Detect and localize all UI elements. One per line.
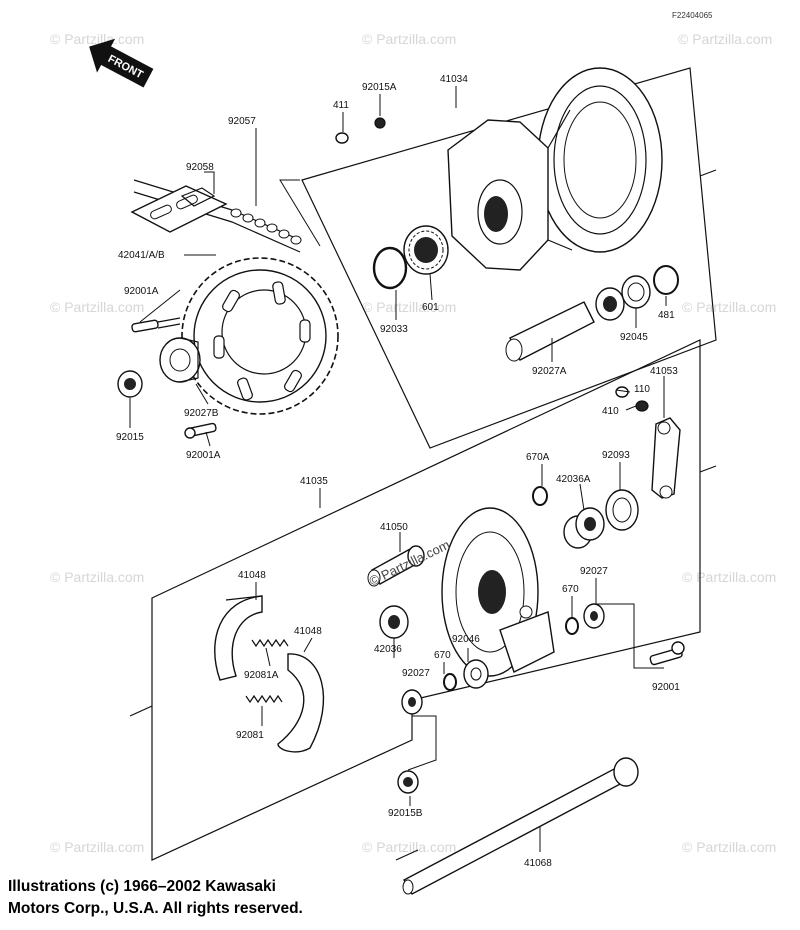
label-92046: 92046 bbox=[452, 634, 480, 645]
label-670A: 670A bbox=[526, 452, 550, 463]
label-92057: 92057 bbox=[228, 116, 256, 127]
label-481: 481 bbox=[658, 310, 675, 321]
copyright-line-2: Motors Corp., U.S.A. All rights reserved… bbox=[8, 900, 303, 917]
label-92045: 92045 bbox=[620, 332, 648, 343]
rear-sprocket bbox=[181, 257, 339, 415]
label-92027-right: 92027 bbox=[580, 566, 608, 577]
brake-shoe-lower bbox=[277, 653, 325, 753]
collar-92046 bbox=[463, 659, 489, 689]
brake-spring-92081 bbox=[245, 694, 283, 704]
label-670-right: 670 bbox=[562, 584, 579, 595]
label-92027B: 92027B bbox=[184, 408, 219, 419]
label-92001: 92001 bbox=[652, 682, 680, 693]
distance-collar bbox=[505, 301, 595, 362]
part-labels: 41034 411 92015A 92057 92058 42041/A/B 9… bbox=[116, 74, 680, 869]
watermark: © Partzilla.com bbox=[682, 569, 776, 585]
label-92015A: 92015A bbox=[362, 82, 397, 93]
watermark: © Partzilla.com bbox=[362, 31, 456, 47]
bolt-92001 bbox=[649, 641, 685, 666]
copyright-notice: Illustrations (c) 1966–2002 Kawasaki Mot… bbox=[8, 876, 408, 920]
oil-seal-92093 bbox=[605, 489, 639, 531]
watermark: © Partzilla.com bbox=[50, 569, 144, 585]
watermark: © Partzilla.com bbox=[678, 31, 772, 47]
label-670-left: 670 bbox=[434, 650, 451, 661]
label-41048-lower: 41048 bbox=[294, 626, 322, 637]
torque-link bbox=[615, 386, 681, 499]
copyright-line-1: Illustrations (c) 1966–2002 Kawasaki bbox=[8, 878, 276, 895]
sprocket-bolt bbox=[131, 317, 181, 333]
dust-seal-snap-ring bbox=[372, 246, 408, 290]
label-411: 411 bbox=[333, 100, 349, 111]
sprocket-collar bbox=[159, 337, 201, 383]
watermark: © Partzilla.com bbox=[50, 299, 144, 315]
watermark-layer: © Partzilla.com © Partzilla.com © Partzi… bbox=[50, 31, 776, 855]
watermark: © Partzilla.com bbox=[50, 31, 144, 47]
label-92001A-top: 92001A bbox=[124, 286, 159, 297]
label-92081: 92081 bbox=[236, 730, 264, 741]
diagram-code: F22404065 bbox=[672, 11, 713, 20]
right-bearing-set bbox=[595, 265, 679, 321]
label-42036: 42036 bbox=[374, 644, 402, 655]
label-41035: 41035 bbox=[300, 476, 328, 487]
watermark: © Partzilla.com bbox=[50, 839, 144, 855]
brake-camshaft bbox=[367, 545, 425, 587]
label-92058: 92058 bbox=[186, 162, 214, 173]
watermark: © Partzilla.com bbox=[682, 299, 776, 315]
collar-42036A bbox=[563, 507, 605, 549]
watermark: © Partzilla.com bbox=[362, 299, 456, 315]
brake-panel bbox=[441, 507, 555, 677]
label-41053: 41053 bbox=[650, 366, 678, 377]
watermark: © Partzilla.com bbox=[682, 839, 776, 855]
rear-axle bbox=[402, 757, 639, 895]
hub-grease-fitting bbox=[335, 117, 386, 144]
o-ring-670-left bbox=[443, 673, 457, 691]
wheel-hub bbox=[447, 67, 663, 271]
label-92033: 92033 bbox=[380, 324, 408, 335]
sprocket-bolt-lower bbox=[184, 422, 217, 439]
label-42041-a-b: 42041/A/B bbox=[118, 250, 165, 261]
label-92027-left: 92027 bbox=[402, 668, 430, 679]
brake-spring-92081A bbox=[251, 638, 289, 648]
sprocket-spacer bbox=[117, 370, 143, 398]
outline-ticks bbox=[129, 169, 717, 861]
collar-42036 bbox=[379, 605, 409, 639]
watermark: © Partzilla.com bbox=[362, 839, 456, 855]
label-92027A: 92027A bbox=[532, 366, 567, 377]
collar-92027-right bbox=[583, 603, 605, 629]
label-41068: 41068 bbox=[524, 858, 552, 869]
chain-link-plate bbox=[130, 185, 228, 233]
axle-nut-92015B bbox=[397, 770, 419, 794]
o-ring-670-right bbox=[565, 617, 579, 635]
label-42036A: 42036A bbox=[556, 474, 591, 485]
center-watermark: © Partzilla.com bbox=[367, 537, 452, 589]
label-92081A: 92081A bbox=[244, 670, 279, 681]
label-92001A-bottom: 92001A bbox=[186, 450, 221, 461]
collar-92027-left bbox=[401, 689, 423, 715]
label-92015B: 92015B bbox=[388, 808, 423, 819]
label-41050: 41050 bbox=[380, 522, 408, 533]
o-ring-670A bbox=[532, 486, 548, 506]
label-41048-upper: 41048 bbox=[238, 570, 266, 581]
hub-bearing bbox=[403, 225, 449, 275]
label-41034: 41034 bbox=[440, 74, 468, 85]
leader-lines bbox=[129, 86, 667, 852]
label-92093: 92093 bbox=[602, 450, 630, 461]
label-92015: 92015 bbox=[116, 432, 144, 443]
brake-shoe-upper bbox=[214, 595, 263, 681]
label-410: 410 bbox=[602, 406, 619, 417]
label-110: 110 bbox=[634, 384, 650, 395]
label-601: 601 bbox=[422, 302, 439, 313]
